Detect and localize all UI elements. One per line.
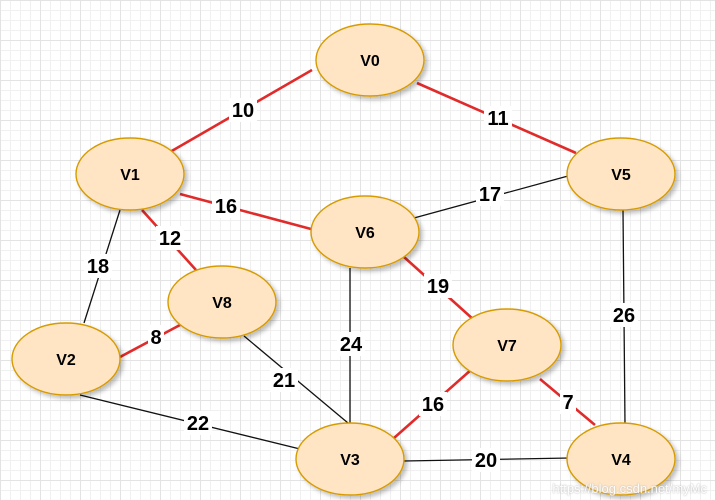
node-v1: V1 bbox=[75, 137, 185, 211]
edge-weight-v6-v3: 24 bbox=[340, 334, 363, 356]
node-label: V4 bbox=[611, 452, 631, 469]
node-label: V3 bbox=[340, 452, 360, 469]
edge-weight-v5-v4: 26 bbox=[613, 305, 635, 327]
edge-weight-v0-v5: 11 bbox=[487, 108, 508, 130]
edge-weight-v1-v2: 18 bbox=[87, 256, 109, 278]
node-v2: V2 bbox=[11, 322, 121, 396]
node-label: V5 bbox=[611, 167, 631, 184]
edge-weight-v3-v4: 20 bbox=[475, 450, 497, 472]
edge-label-background bbox=[184, 411, 212, 435]
node-label: V8 bbox=[212, 295, 232, 312]
node-v6: V6 bbox=[310, 195, 420, 269]
node-v8: V8 bbox=[167, 265, 277, 339]
edge-label-background bbox=[229, 98, 257, 122]
edge-label-background bbox=[270, 368, 298, 392]
node-v4: V4 bbox=[566, 422, 676, 496]
node-ellipse bbox=[566, 422, 676, 496]
edge-weight-v2-v3: 22 bbox=[187, 413, 209, 435]
edge-weight-v1-v8: 12 bbox=[159, 228, 181, 250]
edge-v1-v6 bbox=[179, 192, 312, 231]
edge-label-background bbox=[484, 106, 512, 130]
node-v7: V7 bbox=[452, 308, 562, 382]
edge-weight-v1-v6: 16 bbox=[215, 196, 237, 218]
watermark: https://blog.csdn.net/myMc bbox=[552, 481, 707, 496]
node-v5: V5 bbox=[566, 137, 676, 211]
node-label: V0 bbox=[360, 53, 380, 70]
node-ellipse bbox=[11, 322, 121, 396]
edge-weight-v8-v2: 8 bbox=[150, 327, 161, 349]
node-v3: V3 bbox=[295, 422, 405, 496]
edge-label-background bbox=[84, 254, 112, 278]
edge-label-background bbox=[156, 226, 184, 250]
node-ellipse bbox=[167, 265, 277, 339]
edge-label-background bbox=[212, 194, 240, 218]
node-label: V6 bbox=[355, 225, 375, 242]
node-label: V2 bbox=[56, 352, 76, 369]
edge-label-background bbox=[560, 390, 576, 414]
node-v0: V0 bbox=[315, 23, 425, 97]
node-label: V7 bbox=[497, 338, 517, 355]
edge-label-background bbox=[424, 274, 452, 298]
edge-label-background bbox=[337, 332, 365, 356]
edge-label-background bbox=[610, 303, 638, 327]
edge-label-background bbox=[419, 392, 447, 416]
node-ellipse bbox=[452, 308, 562, 382]
node-ellipse bbox=[75, 137, 185, 211]
edge-label-background bbox=[476, 182, 504, 206]
weight-label-layer: 10 11 16 12 18 17 26 19 24 8 21 22 16 7 20 bbox=[84, 98, 638, 472]
edge-weight-v7-v4: 7 bbox=[562, 392, 573, 414]
node-ellipse bbox=[295, 422, 405, 496]
node-ellipse bbox=[310, 195, 420, 269]
edge-weight-v0-v1: 10 bbox=[232, 100, 254, 122]
node-ellipse bbox=[315, 23, 425, 97]
edge-weight-v6-v7: 19 bbox=[427, 276, 449, 298]
edge-label-background bbox=[472, 448, 500, 472]
edge-weight-v7-v3: 16 bbox=[422, 394, 444, 416]
node-label: V1 bbox=[120, 167, 140, 184]
edge-weight-v5-v6: 17 bbox=[479, 184, 501, 206]
node-ellipse bbox=[566, 137, 676, 211]
edge-label-background bbox=[148, 325, 164, 349]
edge-weight-v8-v3: 21 bbox=[273, 370, 295, 392]
